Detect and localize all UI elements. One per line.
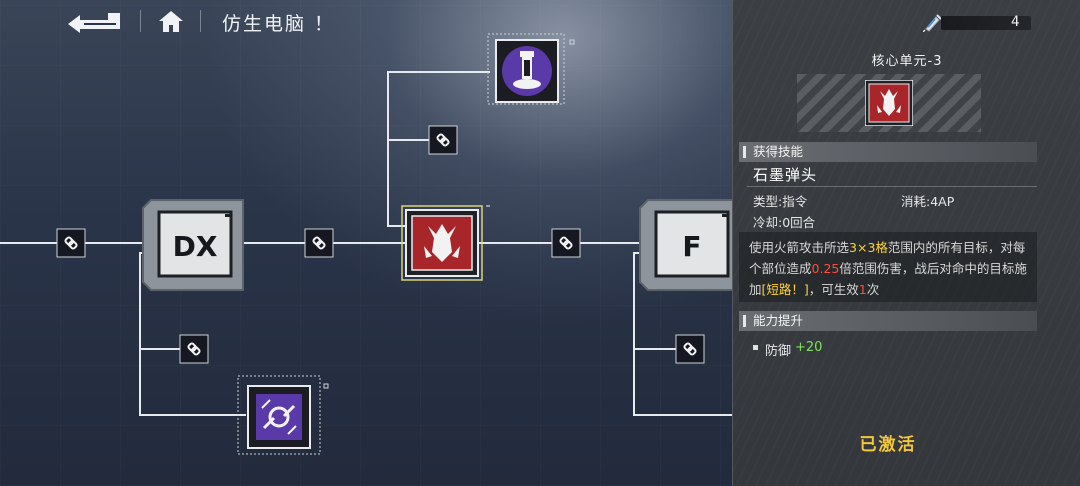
section-header-bonus: 能力提升 [739,311,1037,331]
skill-description: 使用火箭攻击所选3×3格范围内的所有目标，对每个部位造成0.25倍范围伤害，战后… [739,232,1037,302]
topbar-divider [140,10,141,32]
skill-cost: 消耗:4AP [901,194,955,209]
desc-highlight-range: 3×3格 [849,240,888,255]
link-icon [187,342,201,356]
unit-preview [797,74,981,132]
link-node[interactable] [551,228,581,258]
resource-bar [941,16,1031,30]
skill-detail-panel: 4 核心单元-3 获得技能 石墨弹头 类型:指令 消耗:4AP 冷却:0回合 使… [732,0,1080,486]
unit-warhead-icon [865,80,913,126]
back-arrow-icon [68,13,120,33]
topbar-divider [200,10,201,32]
skill-node-graphite-warhead[interactable] [401,205,490,281]
tree-connectors [0,71,740,416]
skill-type: 类型:指令 [753,194,808,209]
deflect-icon [261,399,297,435]
warhead-icon [424,224,460,262]
link-node[interactable] [179,334,209,364]
node-label-f: F [682,230,701,263]
link-icon [683,342,697,356]
selection-frame [401,205,483,281]
back-button[interactable] [64,8,126,34]
section-header-skill: 获得技能 [739,142,1037,162]
skill-name: 石墨弹头 [753,166,818,184]
link-node[interactable] [56,228,86,258]
page-title: 仿生电脑 ！ [222,13,336,35]
desc-highlight-count: 1 [858,282,867,297]
link-icon [64,236,78,250]
node-label-dx: DX [173,230,218,263]
activation-status-button[interactable]: 已激活 [859,435,917,455]
desc-text: 次 [866,282,880,297]
syringe-icon [923,14,941,32]
resource-count: 4 [1011,14,1020,30]
skill-node-lower[interactable] [237,375,329,455]
unit-name: 核心单元-3 [871,54,943,69]
desc-highlight-multiplier: 0.25 [811,261,840,276]
bonus-label: 防御 [765,344,792,359]
link-icon [312,236,326,250]
link-node[interactable] [428,125,458,155]
desc-text: 倍范围伤害，战后对命中的目标施加 [749,261,1027,297]
skill-node-upper[interactable] [487,33,575,105]
bonus-value: +20 [795,340,823,355]
core-node-dx[interactable]: DX [142,199,244,291]
desc-text: 使用火箭攻击所选 [749,240,850,255]
desc-text: 范围内的所有目标，对每个部位造成 [749,240,1026,276]
desc-highlight-status: [短路！] [761,282,809,297]
link-node[interactable] [675,334,705,364]
skill-cooldown: 冷却:0回合 [753,215,816,230]
divider [747,186,1037,187]
core-node-f[interactable]: F [639,199,741,291]
link-icon [559,236,573,250]
home-button[interactable] [156,8,186,34]
home-icon [159,11,183,32]
link-icon [436,133,450,147]
bonus-bullet [753,345,758,350]
link-node[interactable] [304,228,334,258]
canister-icon [513,51,541,89]
desc-text: ，可生效 [808,282,859,297]
